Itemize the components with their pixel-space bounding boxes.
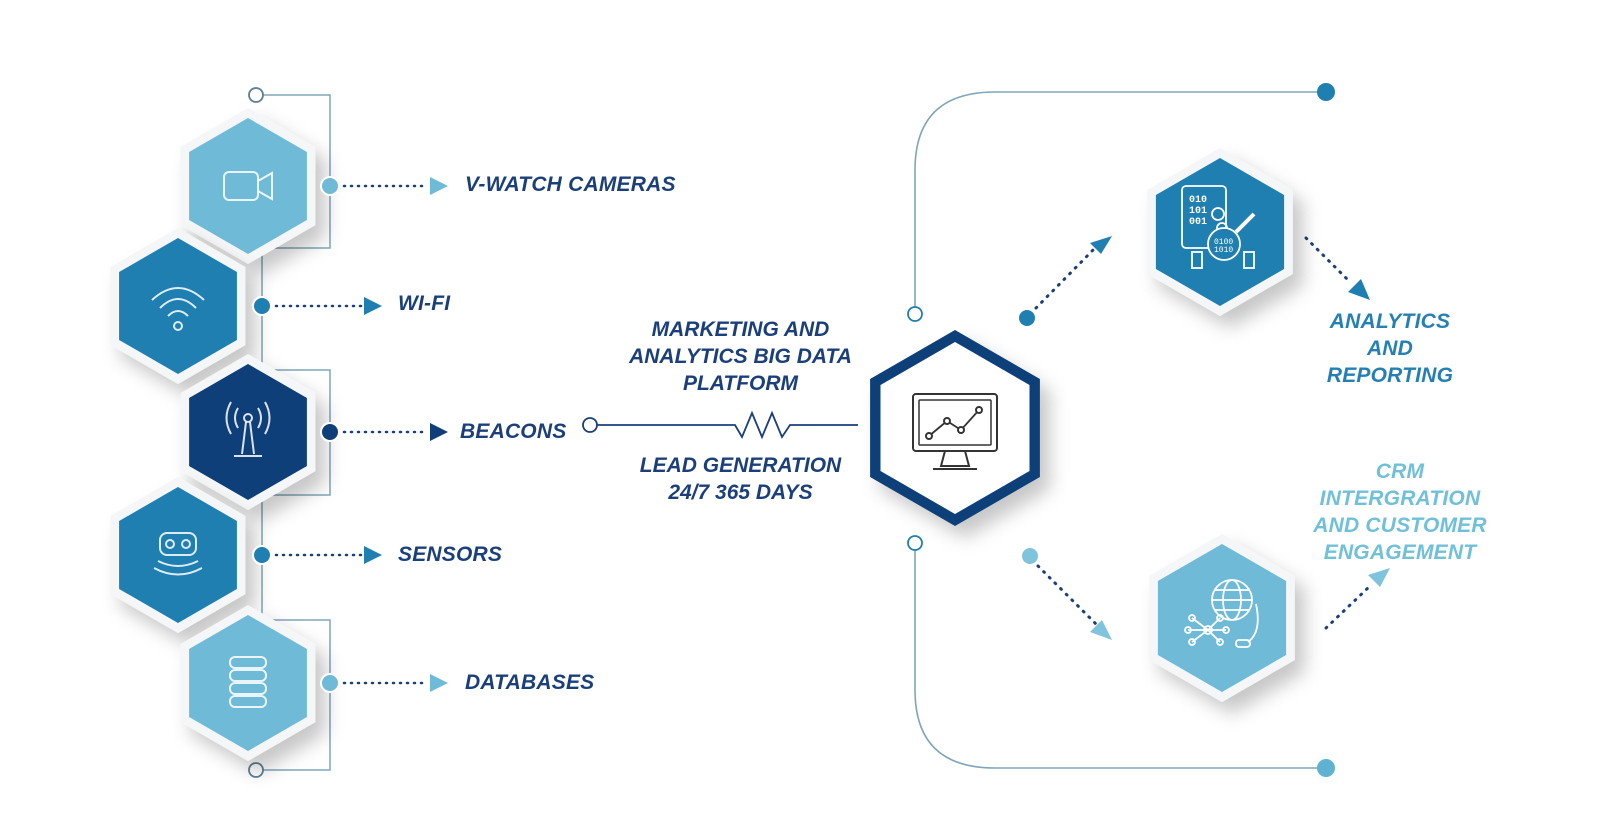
platform-link [582, 410, 858, 440]
output-label-analytics: ANALYTICS AND REPORTING [1300, 308, 1480, 389]
output-label-line: AND [1366, 337, 1414, 360]
source-hexagon-cameras [180, 108, 316, 264]
source-hexagon-wifi [110, 228, 246, 384]
output-label-line: ENGAGEMENT [1323, 541, 1477, 564]
platform-title-line: ANALYTICS BIG DATA [629, 345, 852, 368]
globe-network-support-icon [1184, 579, 1259, 648]
svg-text:1010: 1010 [1214, 246, 1233, 255]
source-label-sensors: SENSORS [398, 543, 503, 566]
svg-text:010: 010 [1189, 195, 1207, 206]
antenna-icon [225, 401, 271, 457]
bracket-end-bottom [907, 535, 923, 551]
hexagon-fill [119, 238, 237, 374]
svg-text:0100: 0100 [1214, 238, 1233, 247]
source-label-cameras: V-WATCH CAMERAS [465, 173, 676, 196]
source-arrow-cameras [320, 176, 448, 196]
platform-title: MARKETING AND ANALYTICS BIG DATA PLATFOR… [608, 316, 873, 397]
output-label-line: ANALYTICS [1329, 310, 1451, 333]
source-arrow-wifi [252, 296, 382, 316]
zigzag-line [597, 410, 858, 440]
platform-title-line: PLATFORM [682, 372, 799, 395]
platform-subtitle-line: 24/7 365 DAYS [668, 481, 813, 504]
output-hexagon-crm [1149, 534, 1295, 702]
bracket-dot-bottom [1317, 759, 1335, 777]
source-label-databases: DATABASES [465, 671, 595, 694]
output-arrows [1019, 236, 1390, 640]
output-label-line: CRM [1375, 460, 1425, 483]
source-label-wifi: WI-FI [398, 292, 451, 315]
platform-subtitle: LEAD GENERATION 24/7 365 DAYS [608, 452, 873, 506]
platform-hexagon [870, 330, 1040, 526]
source-arrow-beacons [320, 422, 448, 442]
source-arrow-sensors [252, 545, 382, 565]
source-hexagon-databases [180, 605, 316, 761]
source-hexagon-sensors [110, 477, 246, 633]
robot-sensor-icon [153, 532, 203, 576]
monitor-chart-icon [912, 393, 998, 470]
bracket-end-top [907, 306, 923, 322]
wifi-icon [151, 287, 205, 331]
connector-end-top [248, 87, 264, 103]
source-hexagon-beacons [180, 354, 316, 510]
output-label-line: AND CUSTOMER [1313, 514, 1487, 537]
svg-text:101: 101 [1189, 206, 1207, 217]
source-arrow-databases [320, 673, 448, 693]
platform-title-line: MARKETING AND [651, 318, 830, 341]
output-label-line: REPORTING [1326, 364, 1454, 387]
svg-text:001: 001 [1189, 217, 1207, 228]
hexagon-fill [189, 118, 307, 254]
hexagon-fill [189, 364, 307, 500]
platform-subtitle-line: LEAD GENERATION [639, 454, 842, 477]
video-camera-icon [223, 171, 273, 201]
output-label-line: INTERGRATION [1319, 487, 1481, 510]
database-icon [229, 656, 267, 708]
source-label-beacons: BEACONS [460, 420, 567, 443]
output-label-crm: CRM INTERGRATION AND CUSTOMER ENGAGEMENT [1300, 458, 1500, 566]
bracket-dot-top [1317, 83, 1335, 101]
connector-end-bottom [248, 762, 264, 778]
output-bracket [914, 91, 1320, 769]
